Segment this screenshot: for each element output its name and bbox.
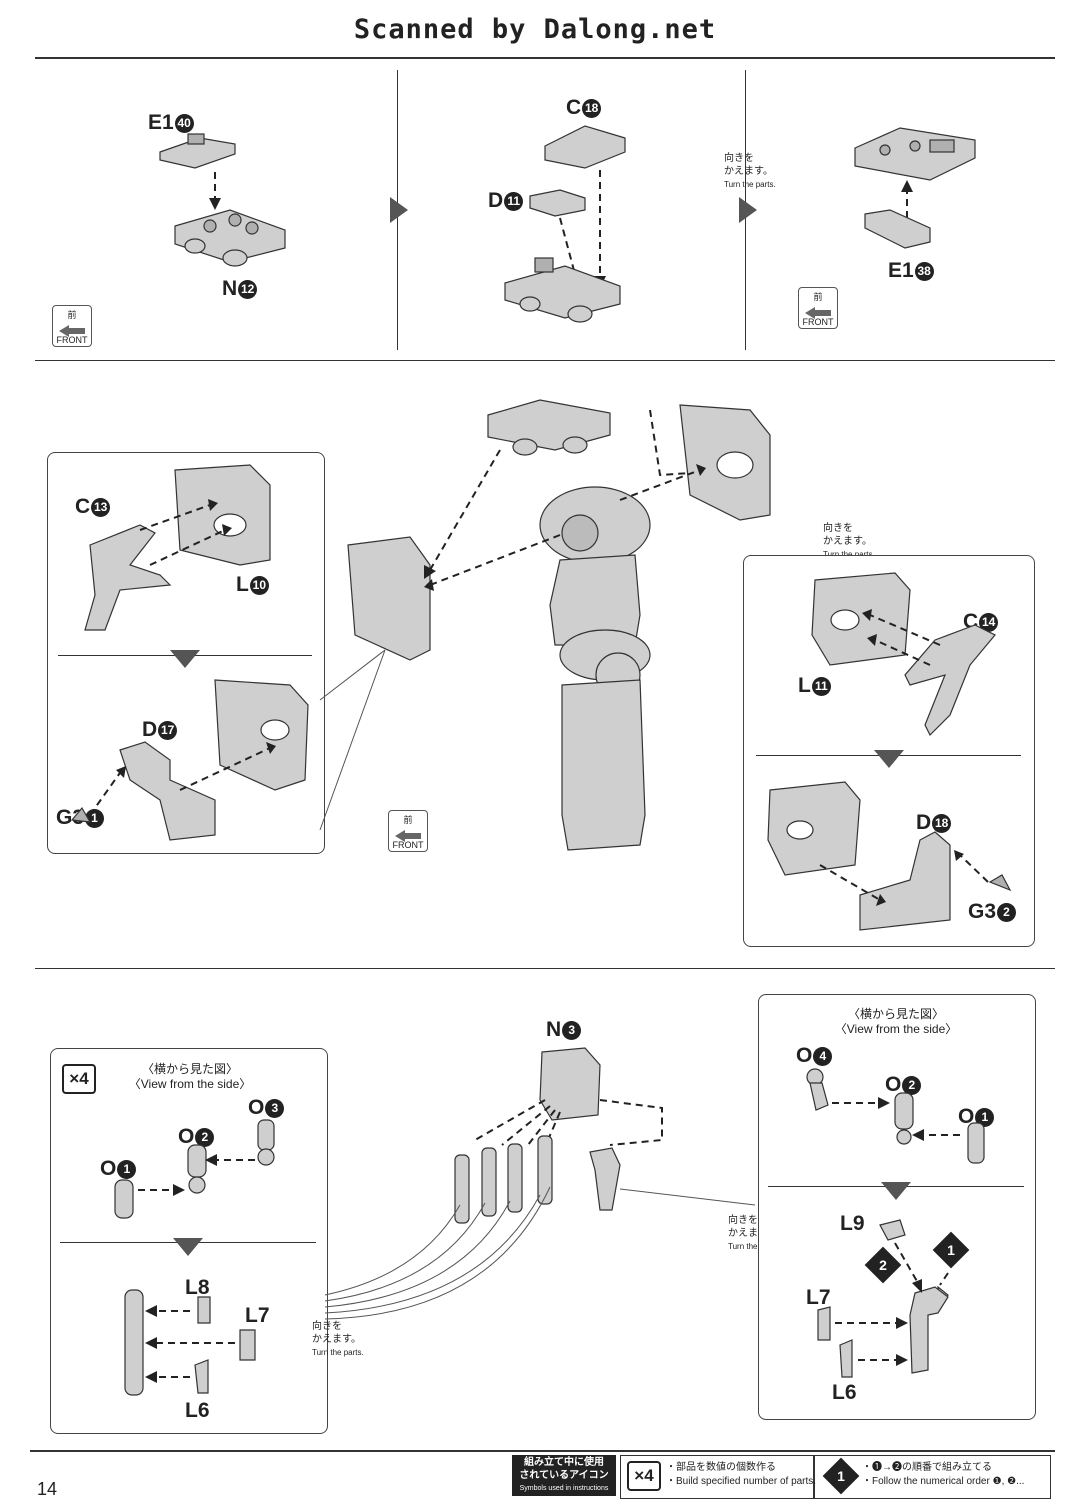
top-rule bbox=[35, 57, 1055, 59]
part-label-l6-right: L6 bbox=[832, 1381, 857, 1404]
triangle-right-icon bbox=[739, 197, 757, 223]
part-label-l6-left: L6 bbox=[185, 1399, 210, 1422]
part-label-l7-left: L7 bbox=[245, 1304, 270, 1327]
footer-rule bbox=[30, 1450, 1055, 1452]
front-arrow-icon bbox=[389, 826, 427, 842]
part-label-l9-right: L9 bbox=[840, 1212, 865, 1235]
step3-assembly bbox=[854, 127, 976, 249]
right-subassembly-upper bbox=[811, 572, 996, 737]
leg-armor-assembly bbox=[347, 399, 771, 851]
legend-x4-text: ・部品を数値の個数作る・Build specified number of pa… bbox=[666, 1462, 817, 1487]
step1-assembly bbox=[159, 133, 286, 267]
side-view-heading-left: 〈横から見た図〉〈View from the side〉 bbox=[128, 1062, 252, 1091]
legend-order-text: ・❶→❷の順番で組み立てる・Follow the numerical order… bbox=[862, 1462, 1025, 1487]
right-leg-box bbox=[758, 994, 1036, 1420]
multiplier-badge: ×4 bbox=[62, 1064, 96, 1094]
step2-assembly bbox=[504, 125, 626, 323]
triangle-down-icon bbox=[874, 750, 904, 768]
right-leg-assembly bbox=[817, 1219, 949, 1378]
triangle-down-icon bbox=[881, 1182, 911, 1200]
legend-x4-box bbox=[620, 1455, 815, 1499]
front-badge-3: 前 FRONT bbox=[388, 810, 428, 852]
front-arrow-icon bbox=[799, 303, 837, 319]
row2-bottom-rule bbox=[35, 968, 1055, 969]
page-number: 14 bbox=[37, 1479, 58, 1499]
left-joint-assembly bbox=[114, 1119, 275, 1219]
scan-credit: Scanned by Dalong.net bbox=[353, 14, 717, 45]
side-view-heading-right: 〈横から見た図〉〈View from the side〉 bbox=[834, 1007, 958, 1036]
symbols-legend-title: 組み立て中に使用 されているアイコン Symbols used in instr… bbox=[512, 1455, 616, 1496]
order-number-icon: 1 bbox=[822, 1457, 860, 1495]
turn-note-1: 向きをかえます。Turn the parts. bbox=[724, 153, 776, 189]
part-label-l7-right: L7 bbox=[806, 1286, 831, 1309]
right-subassembly-lower bbox=[767, 781, 1012, 931]
triangle-down-icon bbox=[170, 650, 200, 668]
callout-lines bbox=[319, 649, 386, 831]
leg-frame-assembly bbox=[454, 1047, 663, 1224]
front-badge-1: 前 FRONT bbox=[52, 305, 92, 347]
row1-bottom-rule bbox=[35, 360, 1055, 361]
left-subassembly-upper bbox=[84, 464, 271, 631]
triangle-right-icon bbox=[390, 197, 408, 223]
front-arrow-icon bbox=[53, 321, 91, 337]
callout-curves bbox=[324, 1186, 551, 1320]
legend-order-box bbox=[813, 1455, 1051, 1499]
callout-line-right bbox=[619, 1188, 756, 1206]
front-badge-2: 前 FRONT bbox=[798, 287, 838, 329]
left-subassembly-lower bbox=[70, 679, 309, 841]
part-label-l8-left: L8 bbox=[185, 1276, 210, 1299]
turn-note-4: 向きをかえます。Turn the parts. bbox=[728, 1215, 780, 1251]
triangle-down-icon bbox=[173, 1238, 203, 1256]
left-leg-assembly bbox=[124, 1289, 256, 1396]
turn-note-3: 向きをかえます。Turn the parts. bbox=[312, 1321, 364, 1357]
right-joint-assembly bbox=[806, 1068, 985, 1164]
multiplier-icon: ×4 bbox=[627, 1461, 661, 1491]
